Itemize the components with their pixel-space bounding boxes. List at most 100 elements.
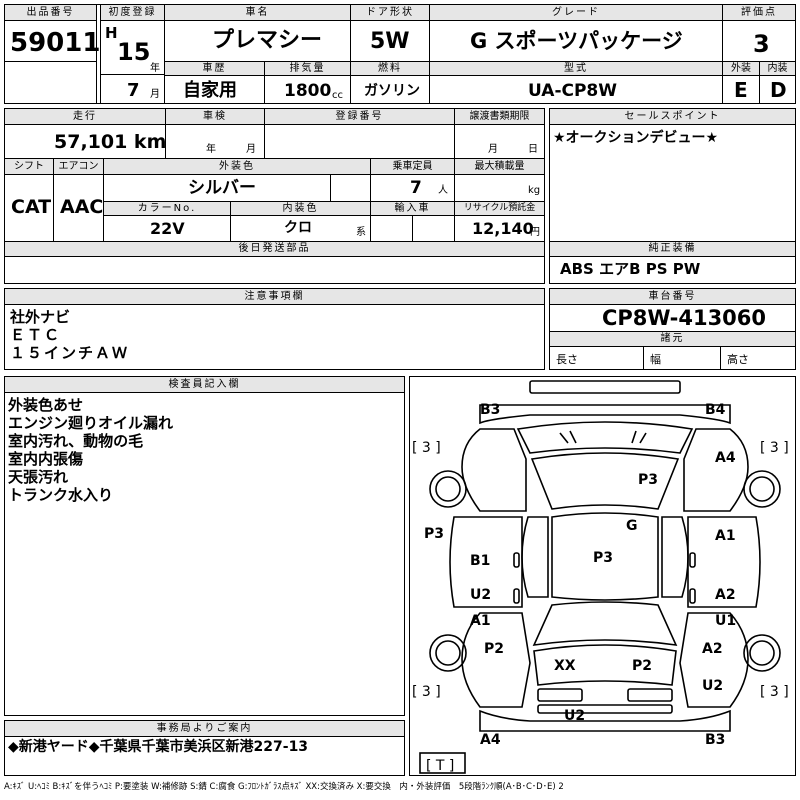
- displacement-unit: cc: [332, 90, 343, 101]
- damage-b1-left: B1: [470, 553, 491, 569]
- chassis-label: 車台番号: [549, 288, 796, 305]
- later-parts-cell: [4, 256, 545, 284]
- damage-u2-bottom: U2: [564, 708, 586, 724]
- spare-tire: [ T ]: [426, 758, 455, 774]
- ac-label: エアコン: [53, 158, 104, 175]
- damage-p3-roof: P3: [638, 472, 659, 488]
- inspector-line-4: 室内内張傷: [8, 450, 84, 468]
- exterior-label: 外装: [722, 61, 760, 76]
- inspector-line-2: エンジン廻りオイル漏れ: [8, 414, 174, 432]
- damage-b3-top: B3: [480, 402, 501, 418]
- note-line-1: 社外ナビ: [10, 308, 71, 326]
- shift-label: シフト: [4, 158, 54, 175]
- damage-diagram: [ 3 ] [ 3 ] [ 3 ] [ 3 ] [ T ] B3 B4 A4 P…: [409, 376, 796, 776]
- spec-label: 諸元: [549, 331, 796, 347]
- interior-label: 内装: [759, 61, 796, 76]
- color-label: 外装色: [103, 158, 371, 175]
- damage-a1-right: A1: [715, 528, 736, 544]
- capacity: 7: [410, 178, 422, 198]
- door-type: 5W: [370, 29, 410, 54]
- damage-u1-right: U1: [715, 613, 737, 629]
- damage-g-glass: G: [626, 518, 638, 534]
- car-outline: [419, 380, 781, 774]
- displacement: 1800: [284, 81, 332, 101]
- grade: G スポーツパッケージ: [470, 29, 683, 53]
- damage-a2-right-2: A2: [702, 641, 723, 657]
- reg-no-cell: [264, 124, 455, 159]
- note-line-2: ＥＴＣ: [10, 326, 62, 344]
- color: シルバー: [188, 178, 256, 198]
- later-parts-label: 後日発送部品: [4, 241, 545, 257]
- sales-label: セールスポイント: [549, 108, 796, 125]
- fuel-label: 燃料: [350, 61, 430, 76]
- color-no-label: カラーNo.: [103, 201, 231, 216]
- sales-point: ★オークションデビュー★: [553, 130, 719, 146]
- era: H: [105, 24, 118, 42]
- history: 自家用: [183, 80, 237, 101]
- import-cell: [370, 215, 413, 242]
- score-label: 評価点: [722, 4, 796, 21]
- lot-empty-cell: [4, 61, 97, 104]
- car-name-label: 車名: [164, 4, 351, 21]
- reg-no-label: 登録番号: [264, 108, 455, 125]
- displacement-label: 排気量: [264, 61, 351, 76]
- interior-grade: D: [770, 78, 787, 102]
- inspector-line-5: 天張汚れ: [8, 468, 69, 486]
- damage-a1-left: A1: [470, 613, 491, 629]
- inspector-line-3: 室内汚れ、動物の毛: [8, 432, 144, 450]
- lot-number: 59011: [10, 28, 101, 58]
- grade-label: グレード: [429, 4, 723, 21]
- equipment: ABS エアB PS PW: [560, 260, 701, 278]
- transfer-month-unit: 月: [488, 144, 498, 155]
- notes-label: 注意事項欄: [4, 288, 545, 305]
- color-sub-cell: [330, 174, 371, 202]
- int-color: クロ: [284, 220, 312, 236]
- tire-right-top: [ 3 ]: [760, 440, 789, 456]
- inspector-line-1: 外装色あせ: [8, 396, 84, 414]
- int-color-unit: 系: [356, 227, 366, 238]
- office-info: ◆新港ヤード◆千葉県千葉市美浜区新港227-13: [8, 739, 309, 755]
- color-no: 22V: [150, 219, 185, 238]
- note-line-3: １５インチＡＷ: [10, 344, 130, 362]
- recycle-fee: 12,140: [472, 219, 534, 238]
- door-label: ドア形状: [350, 4, 430, 21]
- ac: AAC: [60, 196, 104, 218]
- inspector-line-6: トランク水入り: [8, 486, 114, 504]
- tire-left-bottom: [ 3 ]: [412, 684, 441, 700]
- month-unit: 月: [150, 89, 160, 100]
- inspection-label: 車検: [165, 108, 265, 125]
- damage-b4-top: B4: [705, 402, 726, 418]
- height-label: 高さ: [727, 353, 749, 366]
- import-label: 輸入車: [370, 201, 455, 216]
- damage-p3-center: P3: [593, 550, 614, 566]
- inspector-section: [4, 376, 405, 716]
- load-label: 最大積載量: [454, 158, 545, 175]
- capacity-unit: 人: [438, 185, 448, 196]
- damage-u2-left: U2: [470, 587, 492, 603]
- score: 3: [753, 30, 770, 58]
- lot-label: 出品番号: [4, 4, 97, 21]
- damage-xx: XX: [554, 658, 576, 674]
- model-label: 型式: [429, 61, 723, 76]
- damage-u2-right: U2: [702, 678, 724, 694]
- mileage: 57,101 km: [54, 131, 167, 153]
- damage-p3-left: P3: [424, 526, 445, 542]
- recycle-unit: 円: [530, 227, 540, 238]
- damage-a4-right: A4: [715, 450, 736, 466]
- recycle-label: リサイクル預託金: [454, 201, 545, 216]
- legend: A:ｷｽﾞ U:ﾍｺﾐ B:ｷｽﾞを伴うﾍｺﾐ P:要塗装 W:補修跡 S:錆 …: [4, 782, 564, 792]
- transfer-day-unit: 日: [528, 144, 538, 155]
- first-reg-label: 初度登録: [100, 4, 165, 21]
- shift: CAT: [11, 196, 52, 218]
- tire-left-top: [ 3 ]: [412, 440, 441, 456]
- mileage-label: 走行: [4, 108, 166, 125]
- inspector-label: 検査員記入欄: [4, 376, 405, 393]
- damage-a4-bottom: A4: [480, 732, 501, 748]
- equip-label: 純正装備: [549, 241, 796, 257]
- length-label: 長さ: [556, 353, 578, 366]
- tire-right-bottom: [ 3 ]: [760, 684, 789, 700]
- damage-p2-center: P2: [632, 658, 653, 674]
- fuel: ガソリン: [364, 83, 420, 99]
- year-unit: 年: [150, 63, 160, 74]
- int-color-label: 内装色: [230, 201, 371, 216]
